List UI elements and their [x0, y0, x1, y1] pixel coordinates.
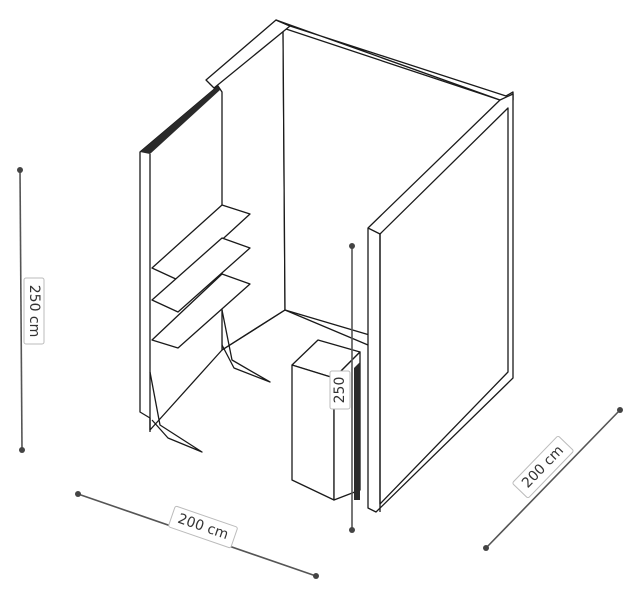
right-panel-edge [367, 227, 381, 235]
dimension-height: 250 cm [17, 167, 45, 453]
height-label: 250 cm [26, 285, 42, 338]
shelf-middle [151, 237, 251, 313]
inner-height-label: 250 [332, 377, 348, 404]
dimension-width: 200 cm [75, 491, 319, 579]
shelf-bottom [151, 273, 251, 349]
cabinet-front-dark [354, 362, 360, 500]
desk-leg-bottom [149, 371, 203, 453]
shelf-top [151, 204, 251, 281]
floor-edge [221, 309, 369, 351]
depth-label: 200 cm [519, 443, 567, 492]
dimension-depth: 200 cm [483, 407, 623, 551]
booth-structure [139, 19, 514, 513]
cabinet-front [291, 364, 335, 501]
left-front-panel-edge [140, 86, 220, 154]
dimension-inner-height: 250 [329, 243, 355, 533]
desk-leg [221, 309, 271, 383]
